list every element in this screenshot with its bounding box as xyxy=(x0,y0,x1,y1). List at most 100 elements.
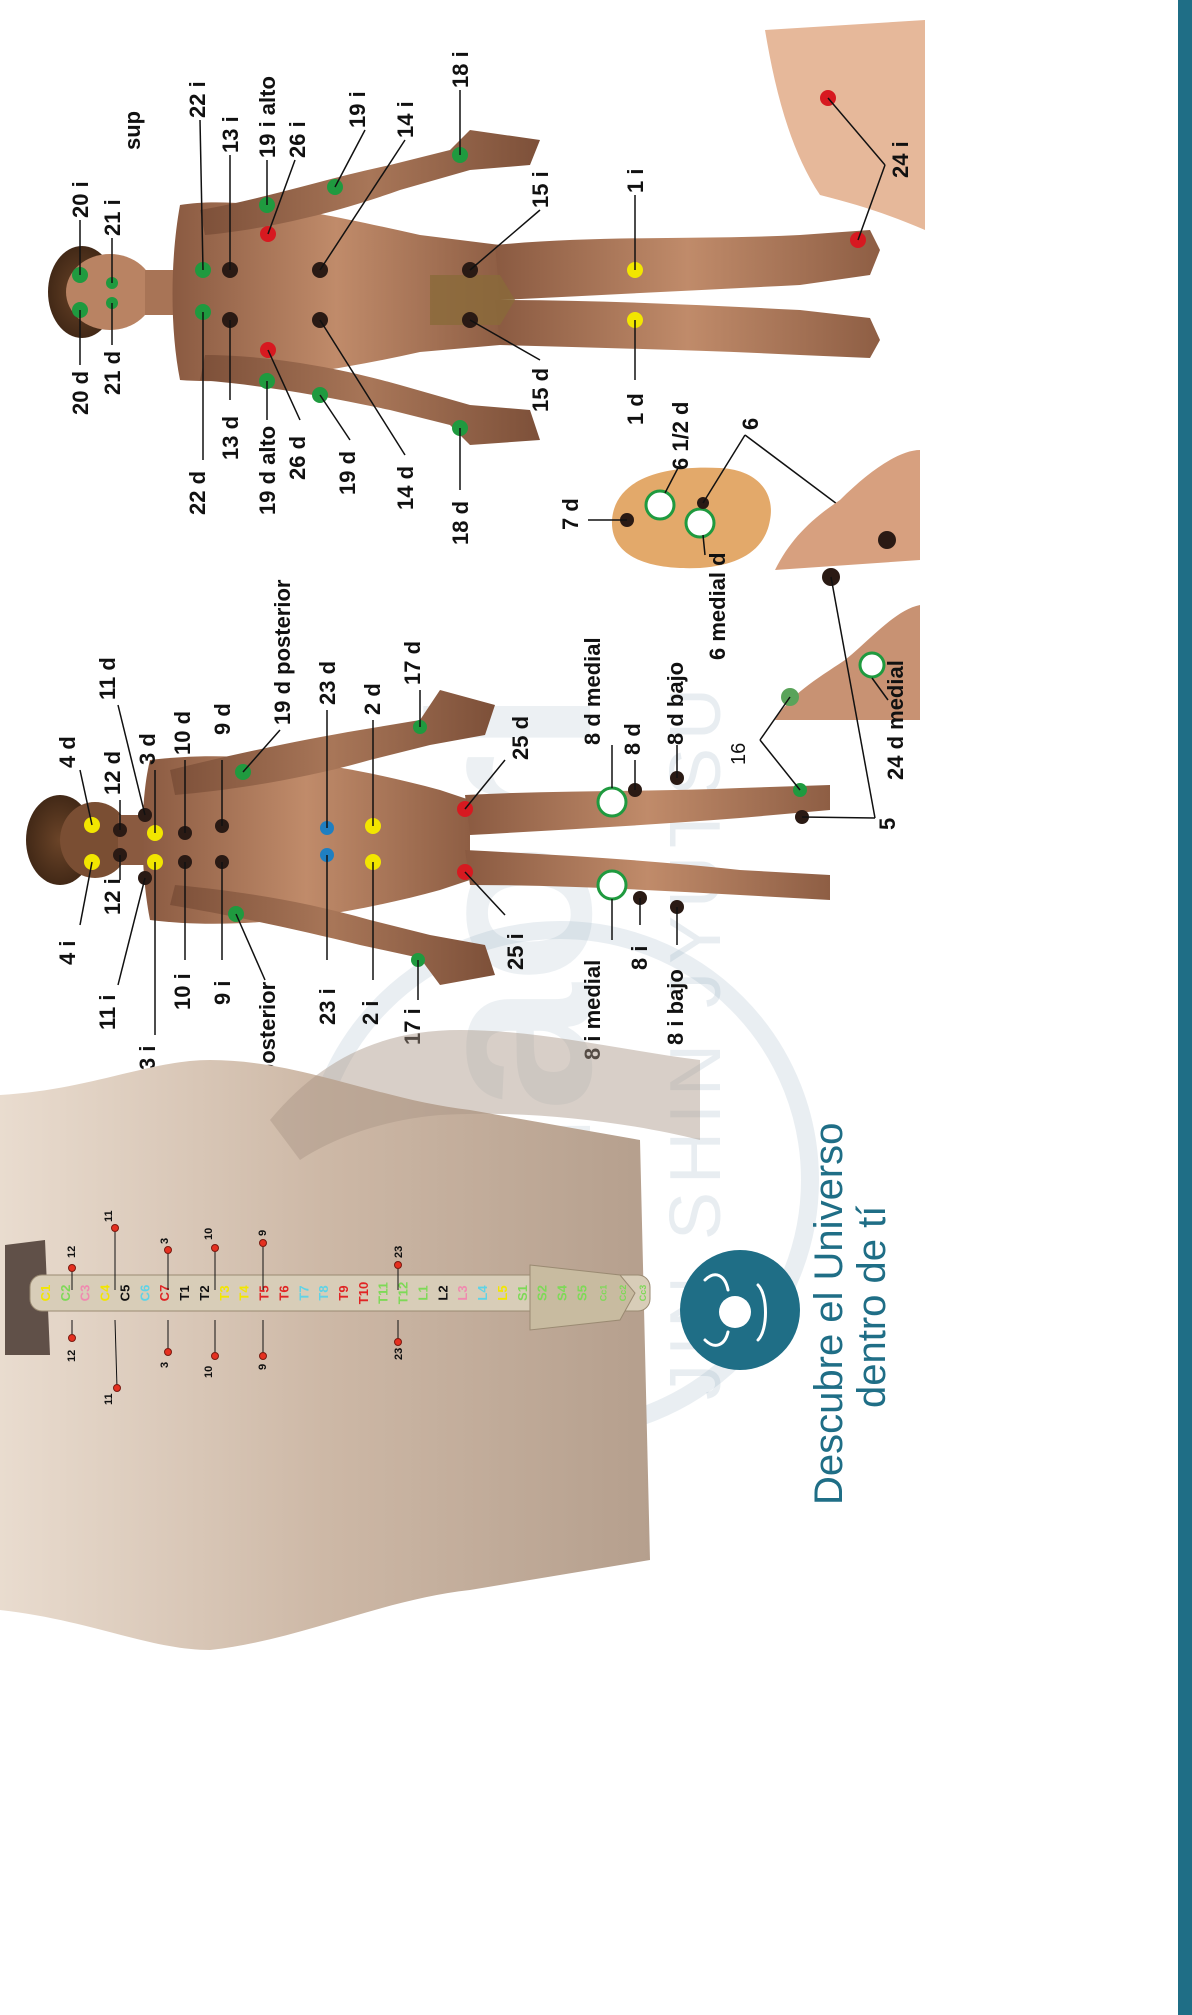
label-1i: 1 i xyxy=(623,169,648,193)
label-19dpost: 19 d posterior xyxy=(270,579,295,725)
label-17d: 17 d xyxy=(400,641,425,685)
vertebra-label-c2: C2 xyxy=(58,1285,73,1302)
vertebra-label-t11: T11 xyxy=(376,1282,391,1304)
label-15i: 15 i xyxy=(528,171,553,208)
label-25i: 25 i xyxy=(503,933,528,970)
vertebra-label-c3: C3 xyxy=(78,1285,93,1302)
label-1d: 1 d xyxy=(623,393,648,425)
label-19i: 19 i xyxy=(345,91,370,128)
label-6medial: 6 medial d xyxy=(705,552,730,660)
vertebra-label-c1: C1 xyxy=(38,1285,53,1302)
brand-tagline-line1: Descubre el Universo xyxy=(807,1123,851,1505)
label-9d: 9 d xyxy=(210,703,235,735)
label-26i: 26 i xyxy=(285,121,310,158)
front-leg-bottom xyxy=(495,300,880,358)
vertebra-label-t1: T1 xyxy=(177,1285,192,1300)
label-10i: 10 i xyxy=(170,973,195,1010)
point-6half xyxy=(646,491,674,519)
vertebra-label-l5: L5 xyxy=(495,1285,510,1300)
brand-tagline-line2: dentro de tí xyxy=(850,1206,894,1408)
label-8dbajo: 8 d bajo xyxy=(663,662,688,745)
label-2d: 2 d xyxy=(360,683,385,715)
label-3d: 3 d xyxy=(135,733,160,765)
vertebra-label-s1: S1 xyxy=(515,1285,530,1301)
label-20d: 20 d xyxy=(68,371,93,415)
label-19dalto: 19 d alto xyxy=(255,426,280,515)
label-6half: 6 1/2 d xyxy=(668,402,693,470)
accent-bar xyxy=(1178,0,1192,2015)
spine-level-11-bottom: 11 xyxy=(103,1393,115,1405)
foot-side-photo-1 xyxy=(775,450,920,570)
label-10d: 10 d xyxy=(170,711,195,755)
label-13i: 13 i xyxy=(218,116,243,153)
vertebra-label-s4: S4 xyxy=(555,1284,570,1301)
label-19d: 19 d xyxy=(335,451,360,495)
vertebra-label-cc2: Cc2 xyxy=(618,1285,628,1302)
label-22i: 22 i xyxy=(185,81,210,118)
label-3i: 3 i xyxy=(135,1046,160,1070)
point-6-side xyxy=(878,531,896,549)
label-19ialto: 19 i alto xyxy=(255,76,280,158)
label-8i: 8 i xyxy=(627,946,652,970)
label-24dmedial: 24 d medial xyxy=(883,660,908,780)
label-11i: 11 i xyxy=(95,995,120,1030)
vertebra-label-cc3: Cc3 xyxy=(638,1285,648,1302)
vertebra-label-s2: S2 xyxy=(535,1285,550,1301)
vertebra-label-s5: S5 xyxy=(575,1285,590,1301)
vertebra-label-cc1: Cc1 xyxy=(598,1285,608,1302)
spine-level-3-bottom: 3 xyxy=(159,1362,171,1368)
vertebra-label-c4: C4 xyxy=(98,1284,113,1301)
spine-level-3-top: 3 xyxy=(159,1238,171,1244)
label-7d: 7 d xyxy=(558,498,583,530)
point-6medial xyxy=(686,509,714,537)
vertebra-label-l1: L1 xyxy=(416,1285,431,1300)
vertebra-label-c7: C7 xyxy=(157,1285,172,1302)
label-12d: 12 d xyxy=(100,751,125,795)
label-18d: 18 d xyxy=(448,501,473,545)
spine-level-10-bottom: 10 xyxy=(203,1366,215,1378)
label-8ibajo: 8 i bajo xyxy=(663,969,688,1045)
label-18i: 18 i xyxy=(448,51,473,88)
spine-level-23-bottom: 23 xyxy=(393,1348,405,1360)
label-23d: 23 d xyxy=(315,661,340,705)
vertebra-label-t8: T8 xyxy=(316,1285,331,1300)
point-8imedial xyxy=(598,871,626,899)
vertebra-label-t9: T9 xyxy=(336,1285,351,1300)
foot-side-views: 24 d medial xyxy=(775,450,920,780)
vertebra-label-c5: C5 xyxy=(117,1285,132,1302)
vertebra-label-t10: T10 xyxy=(356,1282,371,1304)
spine-level-11-top: 11 xyxy=(103,1210,115,1222)
spine-level-10-top: 10 xyxy=(203,1228,215,1240)
label-14i: 14 i xyxy=(393,101,418,138)
label-13d: 13 d xyxy=(218,416,243,460)
label-2i: 2 i xyxy=(358,1001,383,1025)
front-body-figure xyxy=(48,130,880,445)
label-26d: 26 d xyxy=(285,436,310,480)
label-23i: 23 i xyxy=(315,988,340,1025)
label-8dmedial: 8 d medial xyxy=(580,637,605,745)
label-21d: 21 d xyxy=(100,351,125,395)
vertebra-label-t6: T6 xyxy=(276,1285,291,1300)
front-arm-upper xyxy=(200,130,540,235)
vertebra-label-t5: T5 xyxy=(257,1285,272,1300)
label-8d: 8 d xyxy=(620,723,645,755)
label-6: 6 xyxy=(738,418,763,430)
vertebra-label-t3: T3 xyxy=(217,1285,232,1300)
spine-level-9-top: 9 xyxy=(257,1230,269,1236)
spine-back-torso xyxy=(0,1060,650,1650)
label-20i: 20 i xyxy=(68,181,93,218)
spine-level-12-bottom: 12 xyxy=(66,1350,78,1362)
label-15d: 15 d xyxy=(528,368,553,412)
point-8dmedial xyxy=(598,788,626,816)
vertebra-label-t7: T7 xyxy=(296,1285,311,1300)
label-21i: 21 i xyxy=(100,199,125,236)
label-12i: 12 i xyxy=(100,878,125,915)
foot-top-right: 24 i xyxy=(765,20,925,248)
front-leg-top xyxy=(495,230,880,300)
vertebra-label-l3: L3 xyxy=(455,1285,470,1300)
label-5: 5 xyxy=(875,818,900,830)
spine-level-23-top: 23 xyxy=(393,1246,405,1258)
vertebra-label-t4: T4 xyxy=(237,1285,252,1301)
label-25d: 25 d xyxy=(508,716,533,760)
label-4i: 4 i xyxy=(55,941,80,965)
